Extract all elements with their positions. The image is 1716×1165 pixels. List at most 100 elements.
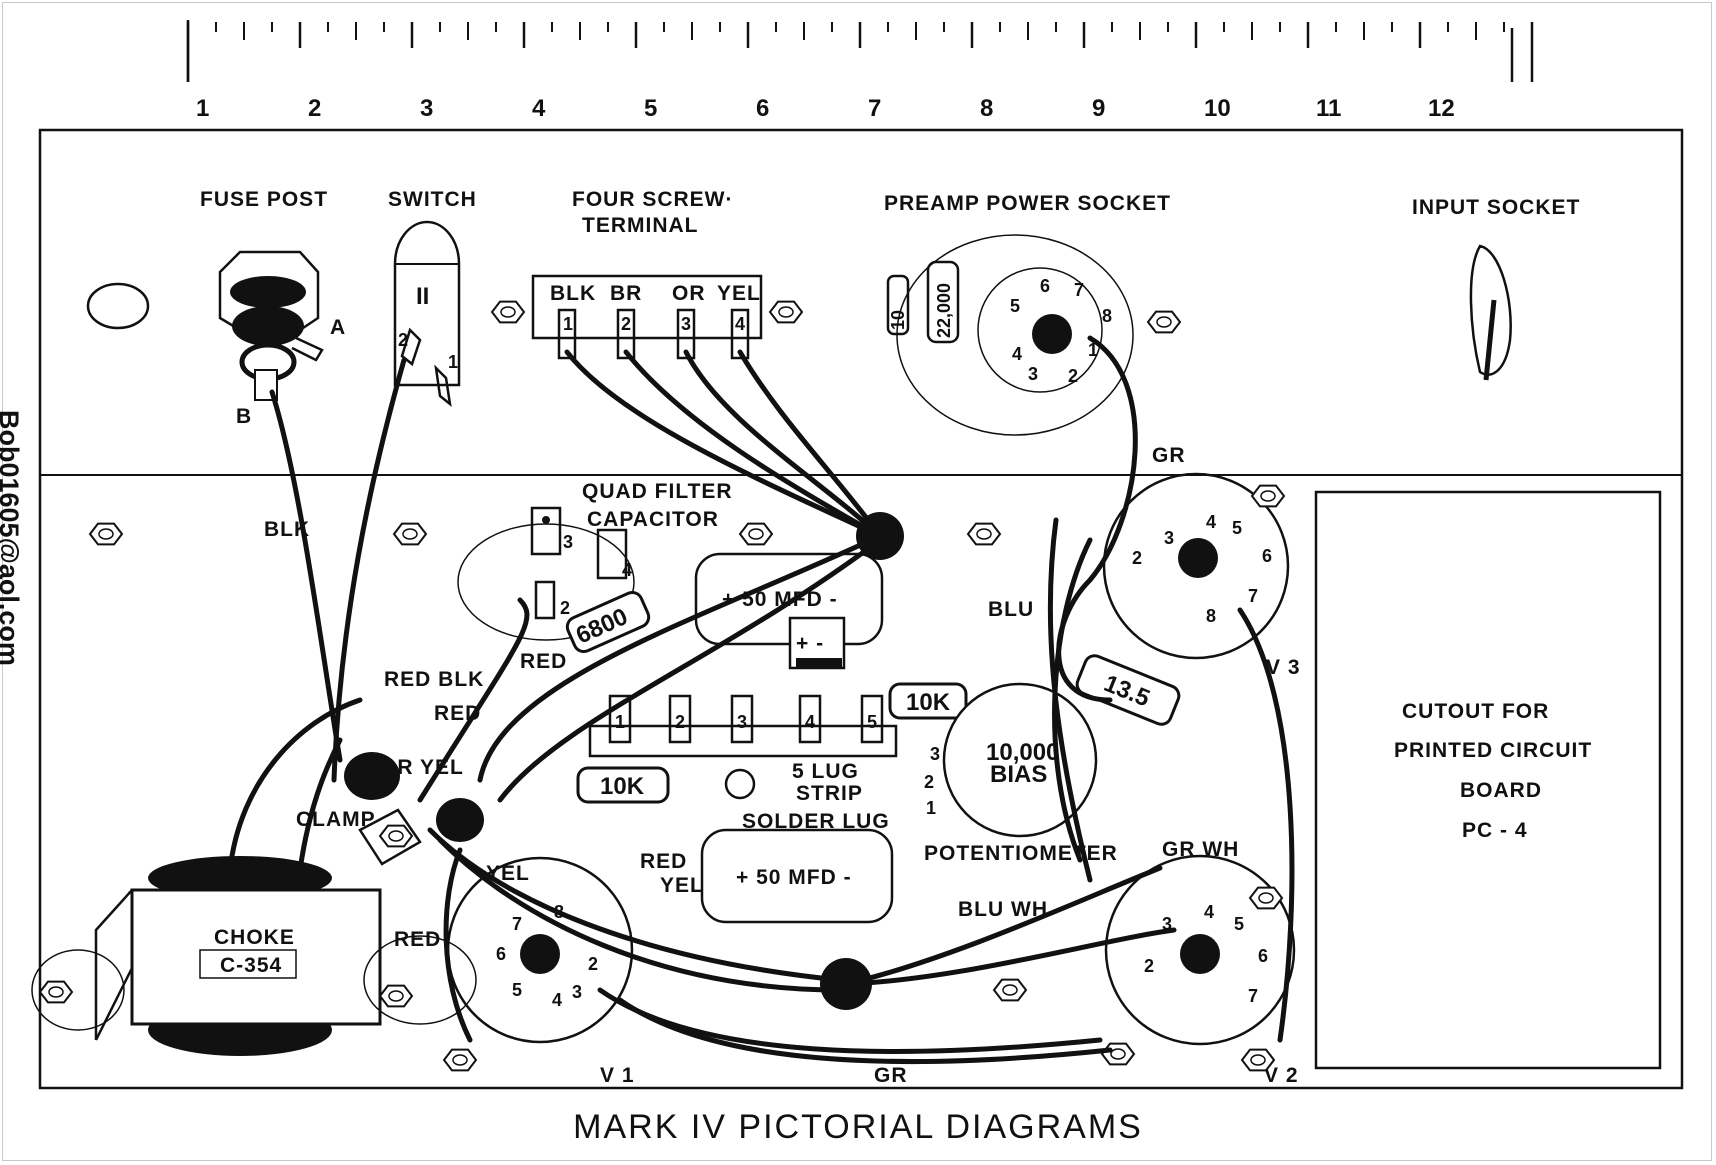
v1-pin-7: 7 xyxy=(512,914,522,934)
choke: CHOKE C-354 xyxy=(31,856,477,1056)
cutout-line-1: CUTOUT FOR xyxy=(1402,700,1549,723)
ruler-number: 5 xyxy=(644,95,657,122)
hex-nut xyxy=(490,300,526,324)
terminal-or: OR xyxy=(672,282,706,305)
cutout-line-2: PRINTED CIRCUIT xyxy=(1394,739,1592,762)
v3-pin-7: 7 xyxy=(1248,586,1258,606)
quad-pin-2: 2 xyxy=(560,598,570,618)
hex-nut xyxy=(768,300,804,324)
hex-nut xyxy=(1250,484,1286,508)
quad-pin-4: 4 xyxy=(622,560,632,580)
preamp-pin-5: 5 xyxy=(1010,296,1020,316)
quad-filter-capacitor: QUAD FILTER CAPACITOR 3 4 2 6800 xyxy=(457,480,733,654)
v2-pin-4: 4 xyxy=(1204,902,1214,922)
v2-pin-7: 7 xyxy=(1248,986,1258,1006)
hex-nut xyxy=(378,824,414,848)
v1-pin-2: 2 xyxy=(588,954,598,974)
diagram-caption: MARK IV PICTORIAL DIAGRAMS xyxy=(573,1108,1143,1146)
hex-nuts xyxy=(38,300,1286,1072)
pot-pin-1: 1 xyxy=(926,798,936,818)
switch-pin-2: 2 xyxy=(398,330,408,350)
wire-labels: BLK RED RED BLK RED GR YEL CLAMP YEL RED… xyxy=(264,444,1238,1087)
v2-pin-6: 6 xyxy=(1258,946,1268,966)
hex-nut xyxy=(1146,310,1182,334)
ruler-number: 11 xyxy=(1316,95,1341,122)
lug-num-5: 5 xyxy=(867,712,877,732)
preamp-socket-label: PREAMP POWER SOCKET xyxy=(884,192,1171,215)
v1-pin-3: 3 xyxy=(572,982,582,1002)
v1-pin-6: 6 xyxy=(496,944,506,964)
ruler-number: 2 xyxy=(308,95,321,122)
ruler-number: 10 xyxy=(1204,95,1231,122)
v2-pin-5: 5 xyxy=(1234,914,1244,934)
resistor-10k-top: 10K xyxy=(888,682,968,720)
quad-filter-label-1: QUAD FILTER xyxy=(582,480,733,503)
terminal-blk: BLK xyxy=(550,282,596,305)
hex-nut xyxy=(992,978,1028,1002)
hex-nut xyxy=(966,522,1002,546)
res-10k-top-label: 10K xyxy=(906,689,951,716)
capacitor-50mfd-bottom: + 50 MFD - xyxy=(700,828,894,924)
fuse-post: FUSE POST A B xyxy=(200,188,346,428)
res-10k-bottom-label: 10K xyxy=(600,773,645,800)
preamp-pin-3: 3 xyxy=(1028,364,1038,384)
v3-pin-6: 6 xyxy=(1262,546,1272,566)
potentiometer-label: POTENTIOMETER xyxy=(924,842,1118,865)
fuse-post-label: FUSE POST xyxy=(200,188,328,211)
pilot-hole xyxy=(86,282,150,330)
v2-pin-2: 2 xyxy=(1144,956,1154,976)
hex-nut xyxy=(392,522,428,546)
preamp-pin-7: 7 xyxy=(1074,280,1084,300)
lug-num-3: 3 xyxy=(737,712,747,732)
v3-pin-4: 4 xyxy=(1206,512,1216,532)
preamp-pin-1: 1 xyxy=(1088,340,1098,360)
wire-label-yel: YEL xyxy=(486,862,530,885)
terminal-num-2: 2 xyxy=(621,314,631,334)
wire-label-red-v1: RED xyxy=(394,928,441,951)
wire-label-red-yel-1: RED xyxy=(640,850,687,873)
wiring xyxy=(227,335,1295,1065)
resistor-10k-bottom: 10K xyxy=(576,766,670,804)
hex-nut xyxy=(1240,1048,1276,1072)
ruler-number: 8 xyxy=(980,95,993,122)
four-screw-terminal: FOUR SCREW· TERMINAL BLK BR OR YEL 1 2 3… xyxy=(531,188,763,360)
solder-lug: SOLDER LUG xyxy=(724,768,890,833)
ruler-number: 12 xyxy=(1428,95,1455,122)
v3-pin-5: 5 xyxy=(1232,518,1242,538)
v3-pin-2: 2 xyxy=(1132,548,1142,568)
clamp-label: CLAMP xyxy=(296,808,376,831)
v3-pin-3: 3 xyxy=(1164,528,1174,548)
fuse-terminal-b: B xyxy=(236,405,252,428)
tube-v2-label: V 2 xyxy=(1264,1064,1299,1087)
ruler-number: 7 xyxy=(868,95,881,122)
pot-value: 10,000 xyxy=(986,739,1059,766)
cutout-line-3: BOARD xyxy=(1460,779,1542,802)
lug-strip-label-2: STRIP xyxy=(796,782,863,805)
wire-label-red: RED xyxy=(434,702,481,725)
cutout-line-4: PC - 4 xyxy=(1462,819,1528,842)
quad-filter-label-2: CAPACITOR xyxy=(587,508,719,531)
hex-nut xyxy=(38,980,74,1004)
pc-board-cutout: CUTOUT FOR PRINTED CIRCUIT BOARD PC - 4 xyxy=(1314,490,1662,1070)
tube-v2: V 2 3 4 5 6 2 7 xyxy=(1104,854,1299,1087)
wire-label-red-blk: RED BLK xyxy=(384,668,484,691)
capacitor-50mfd-top: + 50 MFD - + - xyxy=(694,552,884,670)
input-socket: INPUT SOCKET xyxy=(1412,196,1580,381)
switch-pin-1: 1 xyxy=(448,352,458,372)
lug-num-4: 4 xyxy=(805,712,815,732)
solder-lug-label: SOLDER LUG xyxy=(742,810,890,833)
ruler-number: 9 xyxy=(1092,95,1105,122)
wire-label-gr-bottom: GR xyxy=(874,1064,908,1087)
v2-pin-3: 3 xyxy=(1162,914,1172,934)
fuse-terminal-a: A xyxy=(330,316,346,339)
preamp-pin-4: 4 xyxy=(1012,344,1022,364)
input-socket-label: INPUT SOCKET xyxy=(1412,196,1580,219)
ruler-number: 4 xyxy=(532,95,546,122)
terminal-num-3: 3 xyxy=(681,314,691,334)
lug-strip-label-1: 5 LUG xyxy=(792,760,859,783)
five-lug-strip: 1 2 3 4 5 5 LUG STRIP xyxy=(588,694,898,805)
preamp-pin-2: 2 xyxy=(1068,366,1078,386)
